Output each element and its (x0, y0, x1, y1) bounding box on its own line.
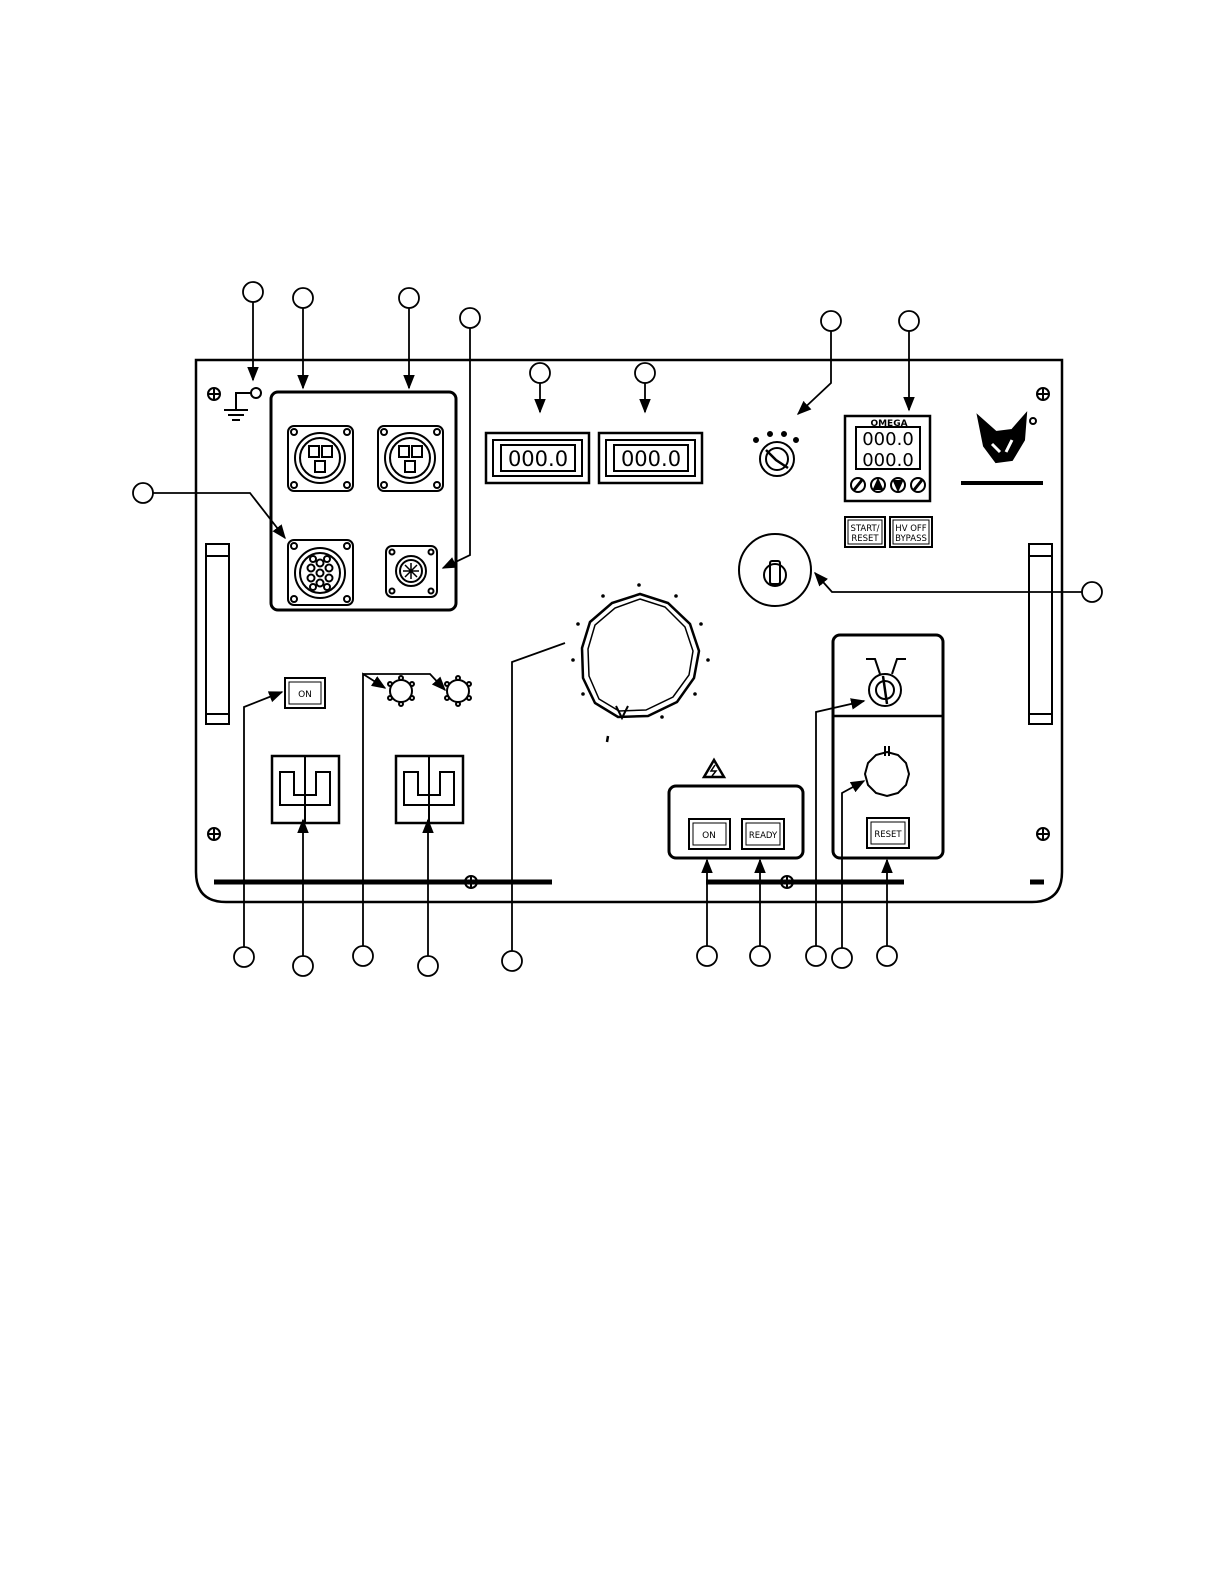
controller-sv: 000.0 (862, 450, 914, 471)
callout-small-connector (460, 308, 480, 328)
up-key-icon[interactable] (871, 478, 885, 492)
ground-icon (224, 388, 261, 420)
callout-toggle (806, 946, 826, 966)
callout-multipin (133, 483, 153, 503)
callout-ready (750, 946, 770, 966)
callouts (133, 282, 1102, 976)
circuit-breaker-2[interactable] (396, 756, 463, 823)
hv-off-bypass-label-2: BYPASS (895, 534, 927, 544)
start-reset-label-2: RESET (851, 534, 879, 544)
key-switch[interactable] (739, 534, 811, 606)
large-dial[interactable] (582, 594, 699, 718)
callout-receptacle-2 (399, 288, 419, 308)
meter-left-readout: 000.0 (508, 447, 568, 471)
start-reset-label-1: START/ (850, 524, 879, 534)
power-receptacle-2 (378, 426, 443, 491)
callout-controller (899, 311, 919, 331)
callout-fuse (353, 946, 373, 966)
callout-hv-on (697, 946, 717, 966)
callout-on-left (234, 947, 254, 967)
reset-label: RESET (874, 830, 902, 840)
fuse-holder-1[interactable] (388, 676, 414, 706)
callout-key-switch (1082, 582, 1102, 602)
callout-breaker-1 (293, 956, 313, 976)
callout-selector (821, 311, 841, 331)
toggle-switch[interactable] (866, 659, 906, 706)
small-connector (386, 546, 437, 597)
logo-icon (961, 414, 1043, 483)
handle-left (206, 544, 229, 724)
callout-meter-right (635, 363, 655, 383)
callout-breaker-2 (418, 956, 438, 976)
down-key-icon[interactable] (891, 478, 905, 492)
adjust-knob[interactable] (865, 746, 909, 796)
right-key-icon[interactable] (911, 478, 925, 492)
callout-adjust-knob (832, 948, 852, 968)
warning-icon (704, 760, 724, 777)
handle-right (1029, 544, 1052, 724)
left-key-icon[interactable] (851, 478, 865, 492)
callout-dial (502, 951, 522, 971)
connector-panel (271, 392, 456, 610)
circuit-breaker-1[interactable] (272, 756, 339, 823)
dial-zero-mark (607, 736, 608, 742)
callout-reset (877, 946, 897, 966)
multipin-connector (288, 540, 353, 605)
selector-knob[interactable] (754, 432, 798, 476)
fuse-holder-2[interactable] (445, 676, 471, 706)
ready-label: READY (749, 831, 778, 841)
hv-on-label: ON (702, 831, 716, 841)
power-receptacle-1 (288, 426, 353, 491)
meter-right-readout: 000.0 (621, 447, 681, 471)
hv-off-bypass-label-1: HV OFF (895, 524, 926, 534)
callout-receptacle-1 (293, 288, 313, 308)
on-indicator-left-label: ON (298, 690, 312, 700)
controller-pv: 000.0 (862, 429, 914, 450)
panel-outline (196, 360, 1062, 902)
callout-meter-left (530, 363, 550, 383)
callout-ground (243, 282, 263, 302)
